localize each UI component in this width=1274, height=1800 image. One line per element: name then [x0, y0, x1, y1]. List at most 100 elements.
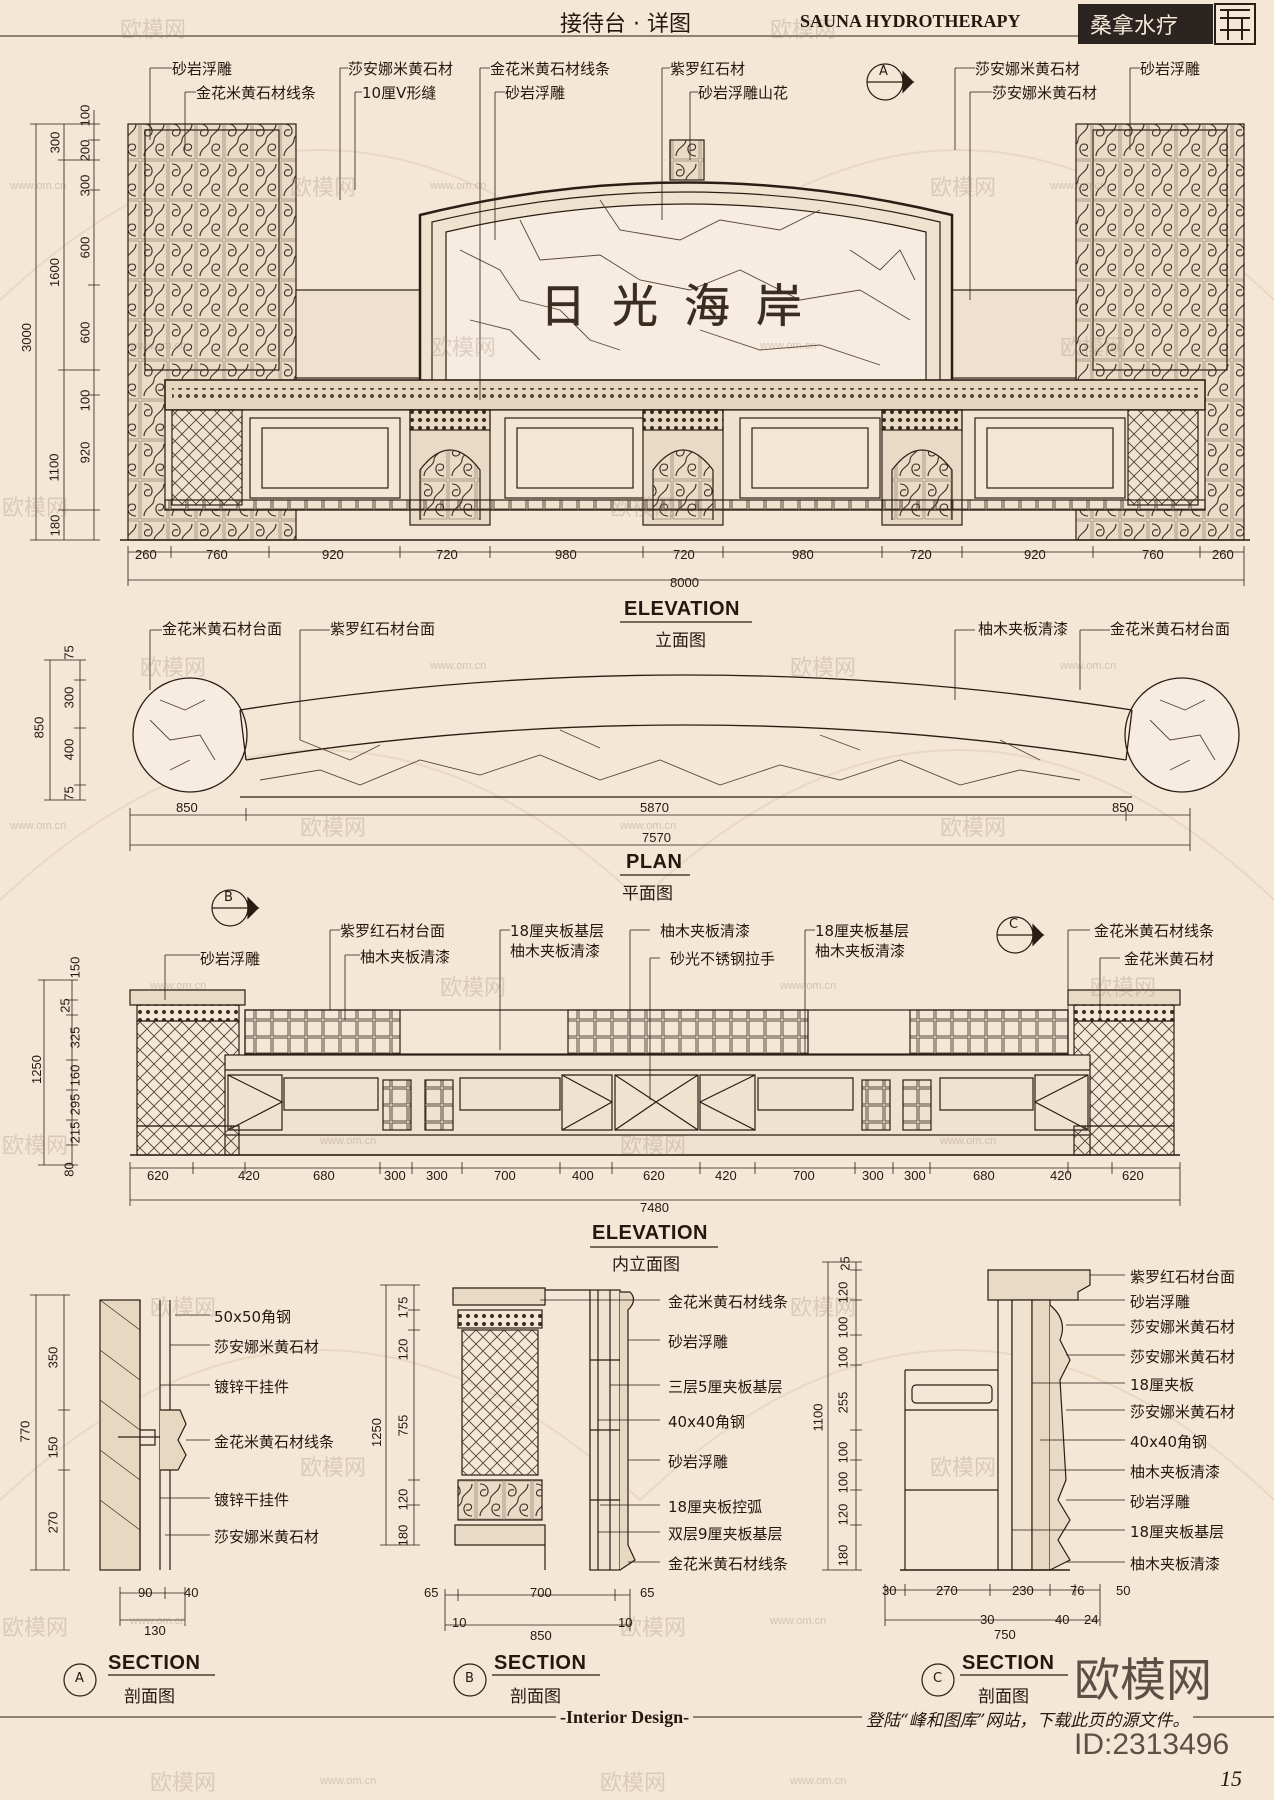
dim-vertical: 75 — [61, 786, 77, 801]
section-c-subtitle: 剖面图 — [978, 1687, 1029, 1707]
dim-horizontal: 680 — [973, 1168, 995, 1183]
watermark: 欧模网 — [940, 816, 1007, 841]
dim-horizontal: 300 — [426, 1168, 448, 1183]
section-c-callout: 18厘夹板 — [1130, 1376, 1195, 1394]
section-a-callout: 莎安娜米黄石材 — [214, 1528, 320, 1546]
section-a-subtitle: 剖面图 — [124, 1687, 175, 1707]
dim-horizontal: 300 — [904, 1168, 926, 1183]
elevation-callout: 砂岩浮雕 — [505, 84, 566, 102]
watermark-url: www.om.cn — [780, 980, 837, 992]
dim-horizontal: 720 — [673, 547, 695, 562]
section-marker-label: A — [75, 1671, 84, 1686]
dim-horizontal: 24 — [1084, 1612, 1099, 1627]
watermark: 欧模网 — [430, 336, 497, 361]
dim-horizontal: 980 — [555, 547, 577, 562]
section-c-callout: 柚木夹板清漆 — [1130, 1555, 1221, 1573]
elevation-callout: 莎安娜米黄石材 — [975, 60, 1081, 78]
dim-horizontal: 720 — [910, 547, 932, 562]
section-b-callout: 三层5厘夹板基层 — [668, 1378, 783, 1396]
section-b-title: SECTION — [494, 1652, 587, 1674]
dim-vertical: 100 — [835, 1441, 851, 1464]
watermark-url: www.om.cn — [130, 1615, 187, 1627]
watermark: 欧模网 — [610, 496, 677, 521]
dim-horizontal: 65 — [640, 1585, 655, 1600]
inner-elevation-dimensions — [38, 979, 1181, 1206]
dim-horizontal: 260 — [1212, 547, 1234, 562]
dim-horizontal: 850 — [1112, 800, 1134, 815]
watermark-url: www.om.cn — [320, 1775, 377, 1787]
dim-horizontal: 270 — [936, 1583, 958, 1598]
dim-vertical: 100 — [835, 1346, 851, 1369]
dim-vertical: 850 — [31, 716, 47, 739]
leader-lines — [149, 67, 1140, 1563]
section-b-callout: 金花米黄石材线条 — [668, 1293, 789, 1311]
watermark-url: www.om.cn — [940, 1135, 997, 1147]
dim-horizontal: 230 — [1012, 1583, 1034, 1598]
watermark-url: www.om.cn — [150, 980, 207, 992]
section-b-callout: 双层9厘夹板基层 — [668, 1525, 783, 1543]
section-a — [99, 1299, 187, 1571]
dim-horizontal: 40 — [184, 1585, 199, 1600]
inner-callout: 柚木夹板清漆 — [815, 942, 906, 960]
elevation-callout: 金花米黄石材线条 — [196, 84, 317, 102]
watermark-url: www.om.cn — [10, 820, 67, 832]
watermark: 欧模网 — [290, 176, 357, 201]
dim-vertical: 120 — [835, 1503, 851, 1526]
dim-horizontal: 10 — [452, 1615, 467, 1630]
dim-vertical: 150 — [45, 1436, 61, 1459]
watermark: 欧模网 — [2, 496, 69, 521]
section-a-dimensions — [30, 1294, 186, 1626]
dim-vertical: 75 — [61, 645, 77, 660]
watermark-url: www.om.cn — [790, 1775, 847, 1787]
dim-vertical: 1100 — [810, 1403, 826, 1432]
inner-elevation-title: ELEVATION — [592, 1222, 708, 1244]
dim-horizontal: 420 — [238, 1168, 260, 1183]
dim-horizontal: 300 — [384, 1168, 406, 1183]
watermark: 欧模网 — [930, 1456, 997, 1481]
plan-dimensions — [44, 659, 1191, 851]
brand-box — [1078, 4, 1213, 44]
watermark-url: www.om.cn — [320, 1135, 377, 1147]
section-c-dimensions — [822, 1261, 1101, 1626]
section-c-callout: 40x40角钢 — [1130, 1433, 1208, 1451]
dim-horizontal: 40 — [1055, 1612, 1070, 1627]
section-b-callout: 砂岩浮雕 — [668, 1453, 729, 1471]
dim-vertical: 200 — [77, 139, 93, 162]
dim-horizontal: 300 — [862, 1168, 884, 1183]
dim-horizontal: 400 — [572, 1168, 594, 1183]
dim-horizontal: 130 — [144, 1623, 166, 1638]
section-a-callout: 金花米黄石材线条 — [214, 1433, 335, 1451]
dim-vertical: 100 — [835, 1471, 851, 1494]
section-c — [900, 1269, 1091, 1571]
section-c-callout: 18厘夹板基层 — [1130, 1523, 1225, 1541]
dim-horizontal: 850 — [530, 1628, 552, 1643]
watermark: 欧模网 — [300, 816, 367, 841]
watermark: 欧模网 — [1060, 336, 1127, 361]
dim-horizontal: 920 — [322, 547, 344, 562]
dim-vertical: 160 — [67, 1064, 83, 1087]
section-b-callout: 砂岩浮雕 — [668, 1333, 729, 1351]
dim-horizontal: 720 — [436, 547, 458, 562]
watermark-url: www.om.cn — [760, 340, 817, 352]
page-number: 15 — [1220, 1766, 1242, 1791]
watermark: 欧模网 — [150, 1296, 217, 1321]
section-b-dimensions — [380, 1284, 631, 1631]
watermark-url: www.om.cn — [10, 180, 67, 192]
relief-panel-text: 日光海岸 — [540, 279, 828, 334]
footer-left: -Interior Design- — [556, 1707, 694, 1728]
plan-callout: 柚木夹板清漆 — [978, 620, 1069, 638]
dim-vertical: 270 — [45, 1511, 61, 1534]
dim-vertical: 300 — [77, 174, 93, 197]
dim-vertical: 1600 — [46, 258, 62, 287]
section-marker-label: B — [465, 1671, 474, 1686]
section-a-title: SECTION — [108, 1652, 201, 1674]
dim-horizontal: 620 — [643, 1168, 665, 1183]
elevation-callout: 莎安娜米黄石材 — [992, 84, 1098, 102]
section-marker-label: B — [224, 890, 233, 905]
inner-callout: 柚木夹板清漆 — [660, 922, 751, 940]
dim-vertical: 100 — [77, 104, 93, 127]
watermark-url: www.om.cn — [130, 340, 187, 352]
footer-id: ID:2313496 — [1074, 1728, 1230, 1761]
watermark: 欧模网 — [790, 656, 857, 681]
